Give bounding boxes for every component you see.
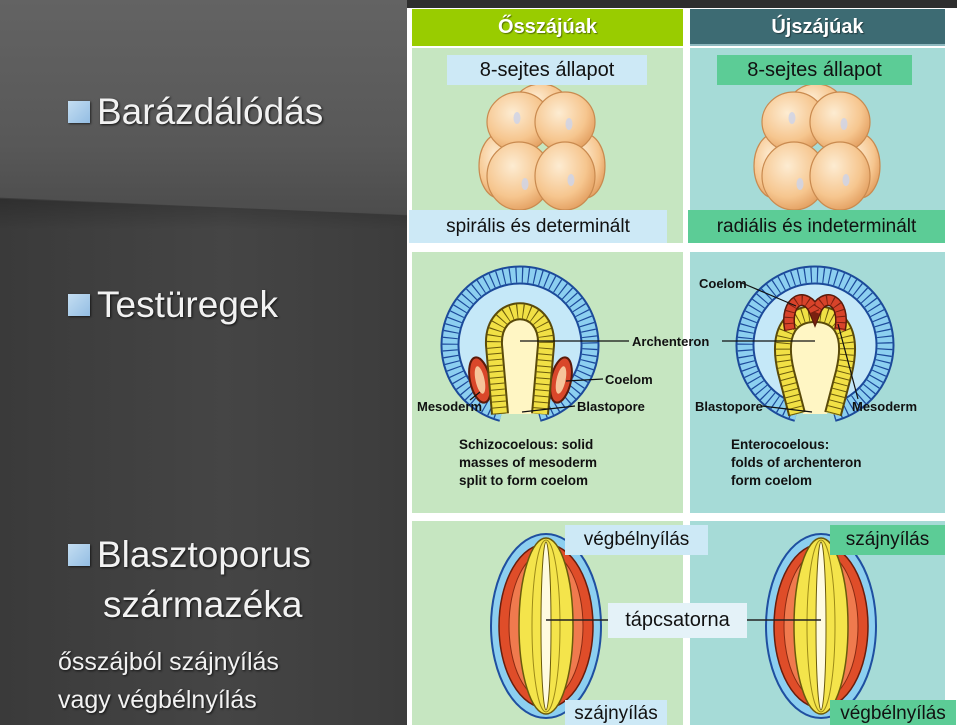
- label-mesoderm-protostome: Mesoderm: [417, 399, 482, 414]
- label-blastopore-deuterostome: Blastopore: [695, 399, 763, 414]
- label-coelom-protostome: Coelom: [605, 372, 653, 387]
- label-deuterostome-top-opening: szájnyílás: [830, 525, 945, 555]
- label-protostome-8-cell-stage: 8-sejtes állapot: [447, 55, 647, 85]
- protostome-8-cell-embryo: [479, 84, 605, 210]
- label-blastopore-protostome: Blastopore: [577, 399, 645, 414]
- enterocoelous-gastrula: [745, 275, 885, 414]
- label-gut: tápcsatorna: [608, 603, 747, 638]
- label-radial-indeterminate: radiális és indeterminált: [688, 210, 945, 243]
- label-mesoderm-deuterostome: Mesoderm: [852, 399, 917, 414]
- deuterostome-gut-diagram: [766, 534, 876, 718]
- caption-line: form coelom: [731, 472, 862, 490]
- caption-line: folds of archenteron: [731, 454, 862, 472]
- caption-schizocoelous: Schizocoelous: solid masses of mesoderm …: [459, 436, 597, 490]
- label-coelom-deuterostome: Coelom: [699, 276, 747, 291]
- caption-enterocoelous: Enterocoelous: folds of archenteron form…: [731, 436, 862, 490]
- caption-line: masses of mesoderm: [459, 454, 597, 472]
- label-archenteron: Archenteron: [632, 334, 709, 349]
- label-deuterostome-bottom-opening: végbélnyílás: [830, 700, 956, 725]
- label-deuterostome-8-cell-stage: 8-sejtes állapot: [717, 55, 912, 85]
- caption-line: split to form coelom: [459, 472, 597, 490]
- schizocoelous-gastrula: [450, 275, 590, 414]
- label-spiral-determinate: spirális és determinált: [409, 210, 667, 243]
- deuterostome-8-cell-embryo: [754, 84, 880, 210]
- caption-line: Enterocoelous:: [731, 436, 862, 454]
- protostome-gut-diagram: [491, 534, 601, 718]
- label-protostome-top-opening: végbélnyílás: [565, 525, 708, 555]
- label-protostome-bottom-opening: szájnyílás: [565, 700, 667, 725]
- caption-line: Schizocoelous: solid: [459, 436, 597, 454]
